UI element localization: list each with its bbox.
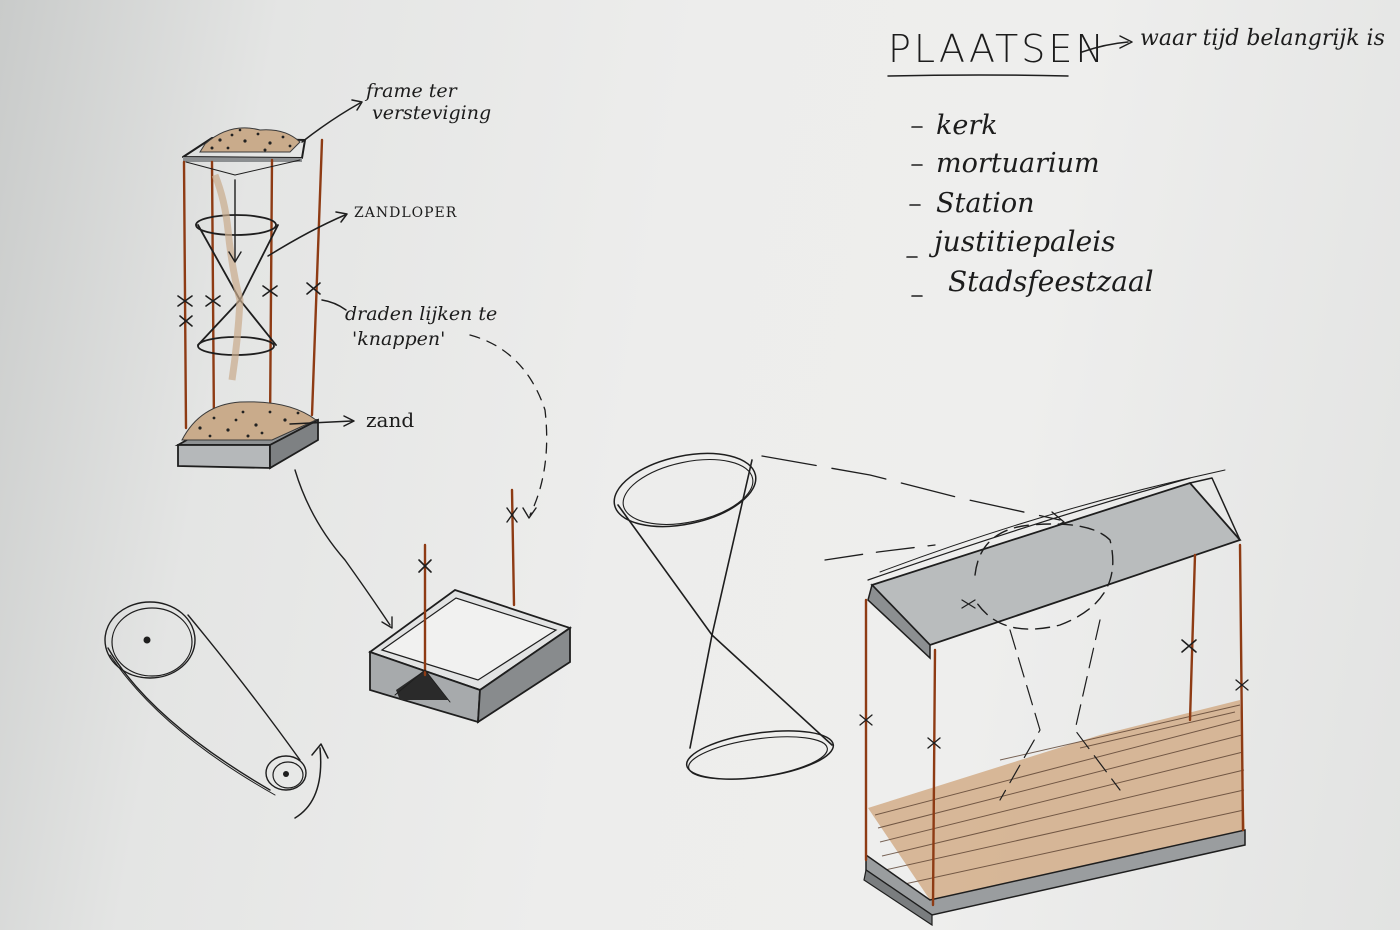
label-threads-line1: draden lijken te <box>345 305 497 324</box>
label-frame-line2: versteviging <box>372 104 491 123</box>
box-hourglass-sketch <box>860 470 1248 925</box>
label-frame-line1: frame ter <box>366 82 457 101</box>
place-item: Station <box>936 190 1035 217</box>
hourglass-frame-sketch <box>178 100 547 628</box>
label-threads-line2: 'knappen' <box>352 330 445 349</box>
label-sand: zand <box>366 410 414 430</box>
place-item: Stadsfeestzaal <box>948 268 1154 296</box>
place-item: justitiepaleis <box>934 228 1116 256</box>
notes-title-arrow-note: waar tijd belangrijk is <box>1140 28 1385 50</box>
notes-title: PLAATSEN <box>888 30 1107 68</box>
place-item: mortuarium <box>936 150 1100 177</box>
pulley-sketch <box>105 602 328 818</box>
place-item: kerk <box>936 112 998 139</box>
tray-sketch <box>370 490 570 722</box>
label-hourglass: ZANDLOPER <box>354 206 457 220</box>
